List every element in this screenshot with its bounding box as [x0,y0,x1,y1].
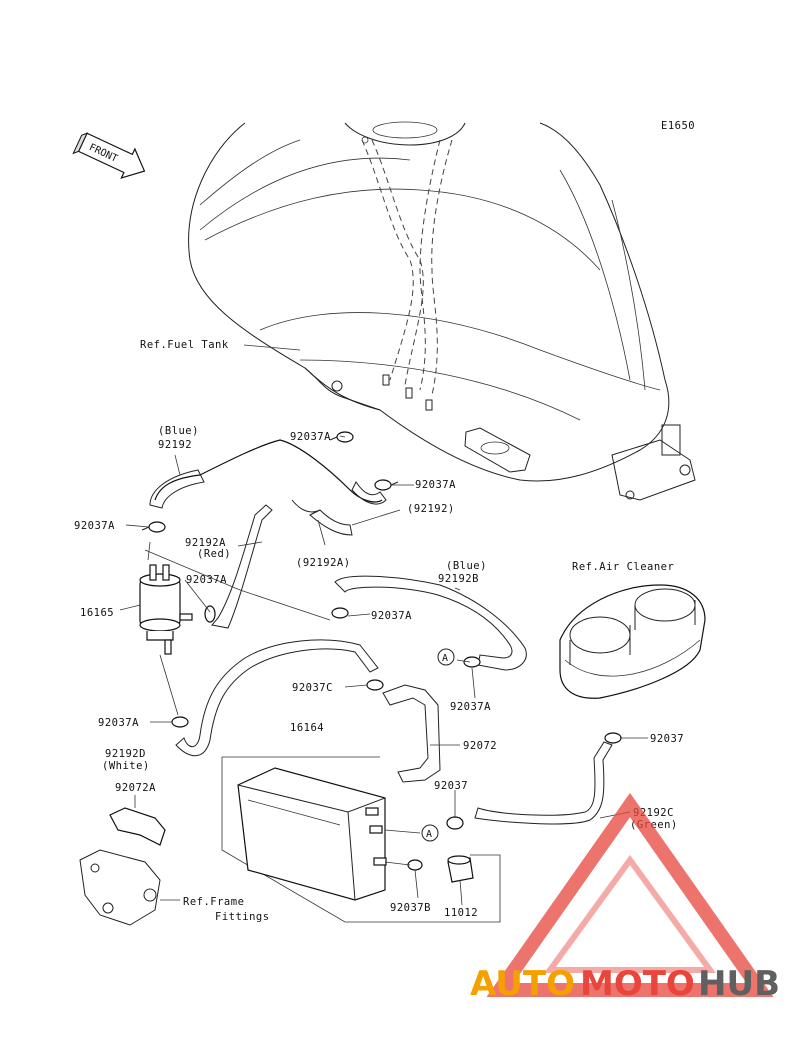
hose-92192B-blue [334,575,527,671]
clamp-92037A-top [329,431,354,443]
label-92072: 92072 [463,740,497,752]
label-16164: 16164 [290,722,324,734]
hose-92192A-red [211,499,353,629]
label-92037A-right: 92037A [371,610,412,622]
ref-fuel-tank-label: Ref.Fuel Tank [140,339,229,351]
svg-text:AUTO: AUTO [470,964,575,1004]
clamp-92037C [366,679,384,691]
label-92192-blue-color: (Blue) [158,425,199,437]
fuel-filter-16165 [139,564,193,655]
label-red-color: (Red) [197,548,231,560]
label-blue2-color: (Blue) [446,560,487,572]
ref-air-cleaner-label: Ref.Air Cleaner [572,561,674,573]
canister-16164 [237,767,387,901]
label-white-color: (White) [102,760,150,772]
diagram-code: E1650 [661,120,695,132]
leader-line [243,344,301,351]
label-92192A-paren: (92192A) [296,557,351,569]
canister-box-outline [221,757,501,923]
label-92037B: 92037B [390,902,431,914]
frame-fitting-92072A [79,807,166,926]
hose-92192-blue [149,439,387,509]
label-92037A-top: 92037A [290,431,331,443]
label-92192-paren: (92192) [407,503,455,515]
clamp-92037-mid [446,816,464,830]
label-92037-mid: 92037 [434,780,468,792]
label-92037A-left: 92037A [74,520,115,532]
watermark-text: AUTO MOTO HUB [470,964,780,1004]
clamp-92037-right [604,732,622,744]
clamp-92037A-right [331,607,349,619]
cap-11012 [447,855,474,883]
svg-text:A: A [426,829,432,840]
marker-a-1: A [437,648,455,666]
label-92072A: 92072A [115,782,156,794]
svg-text:A: A [442,653,448,664]
label-92037A-bottom-left: 92037A [98,717,139,729]
marker-a-2: A [421,824,439,842]
leader-lines [119,435,648,906]
ref-frame-label-1: Ref.Frame [183,896,244,908]
label-92192-blue: 92192 [158,439,192,451]
clamp-92037A-mid [204,605,216,623]
label-92037A-lower: 92037A [450,701,491,713]
air-cleaner [559,584,706,699]
hose-92192D-white [175,639,379,757]
label-92037-right: 92037 [650,733,684,745]
watermark-logo [486,792,774,997]
clamp-92037B [407,859,423,871]
ref-frame-label-2: Fittings [215,911,270,923]
label-92192A-red: 92192A [185,537,226,549]
hose-92192C-green [474,741,613,825]
bracket-92072 [382,684,441,783]
label-16165: 16165 [80,607,114,619]
clamp-92037A-lower [463,656,481,668]
label-92037C: 92037C [292,682,333,694]
clamp-92037A-bottom-left [171,716,189,728]
fuel-tank [188,121,696,501]
front-arrow-icon: FRONT [72,132,146,179]
label-92037A-mid: 92037A [186,574,227,586]
label-92192B: 92192B [438,573,479,585]
label-11012: 11012 [444,907,478,919]
svg-text:HUB: HUB [698,964,780,1004]
label-92192D: 92192D [105,748,146,760]
svg-text:MOTO: MOTO [580,964,695,1004]
label-92037A-tank: 92037A [415,479,456,491]
